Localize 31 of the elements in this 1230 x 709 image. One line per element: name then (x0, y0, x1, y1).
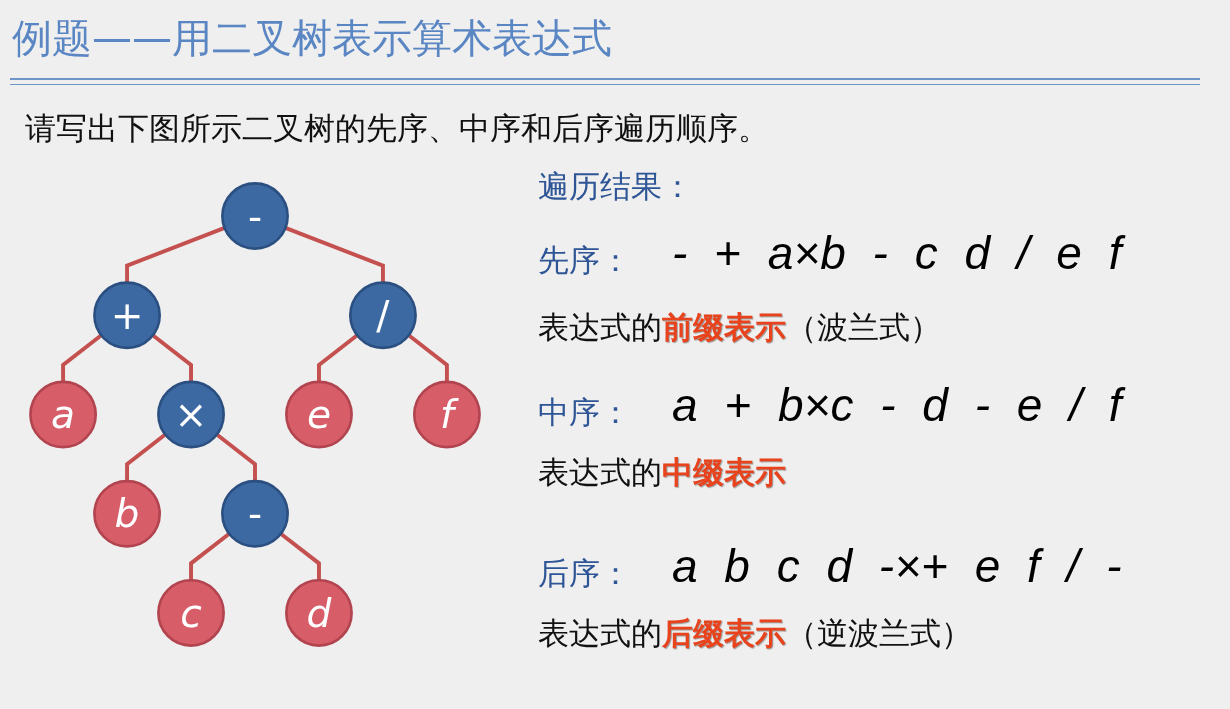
order-label: 后序： (538, 554, 631, 593)
traversal-sequence: a b c d -×+ e f / - (672, 539, 1122, 593)
connector (215, 432, 257, 482)
question-text: 请写出下图所示二叉树的先序、中序和后序遍历顺序。 (25, 109, 769, 148)
connector (284, 226, 385, 283)
connector (125, 432, 167, 482)
expression-note: 表达式的中缀表示 (538, 453, 786, 492)
node-circle: / (349, 281, 417, 350)
connector (317, 333, 359, 382)
connector (61, 333, 103, 382)
node-circle: d (285, 579, 353, 647)
node-circle: f (412, 380, 481, 449)
connector (279, 532, 321, 581)
expression-note: 表达式的后缀表示（逆波兰式） (538, 614, 972, 653)
connector (189, 532, 231, 581)
node-circle: - (221, 182, 289, 250)
node-circle: a (29, 380, 98, 449)
connector (151, 333, 193, 382)
section-heading: 遍历结果： (538, 167, 693, 206)
expression-note: 表达式的前缀表示（波兰式） (538, 308, 941, 347)
connector (407, 333, 449, 382)
slide-title: 例题——用二叉树表示算术表达式 (12, 14, 612, 62)
node-circle: × (157, 380, 225, 449)
node-circle: + (93, 281, 161, 350)
order-label: 中序： (538, 393, 631, 432)
node-circle: - (221, 479, 289, 548)
order-label: 先序： (538, 241, 631, 280)
connector (125, 226, 226, 283)
node-circle: c (157, 579, 225, 647)
node-circle: b (93, 479, 161, 548)
node-circle: e (285, 380, 353, 449)
